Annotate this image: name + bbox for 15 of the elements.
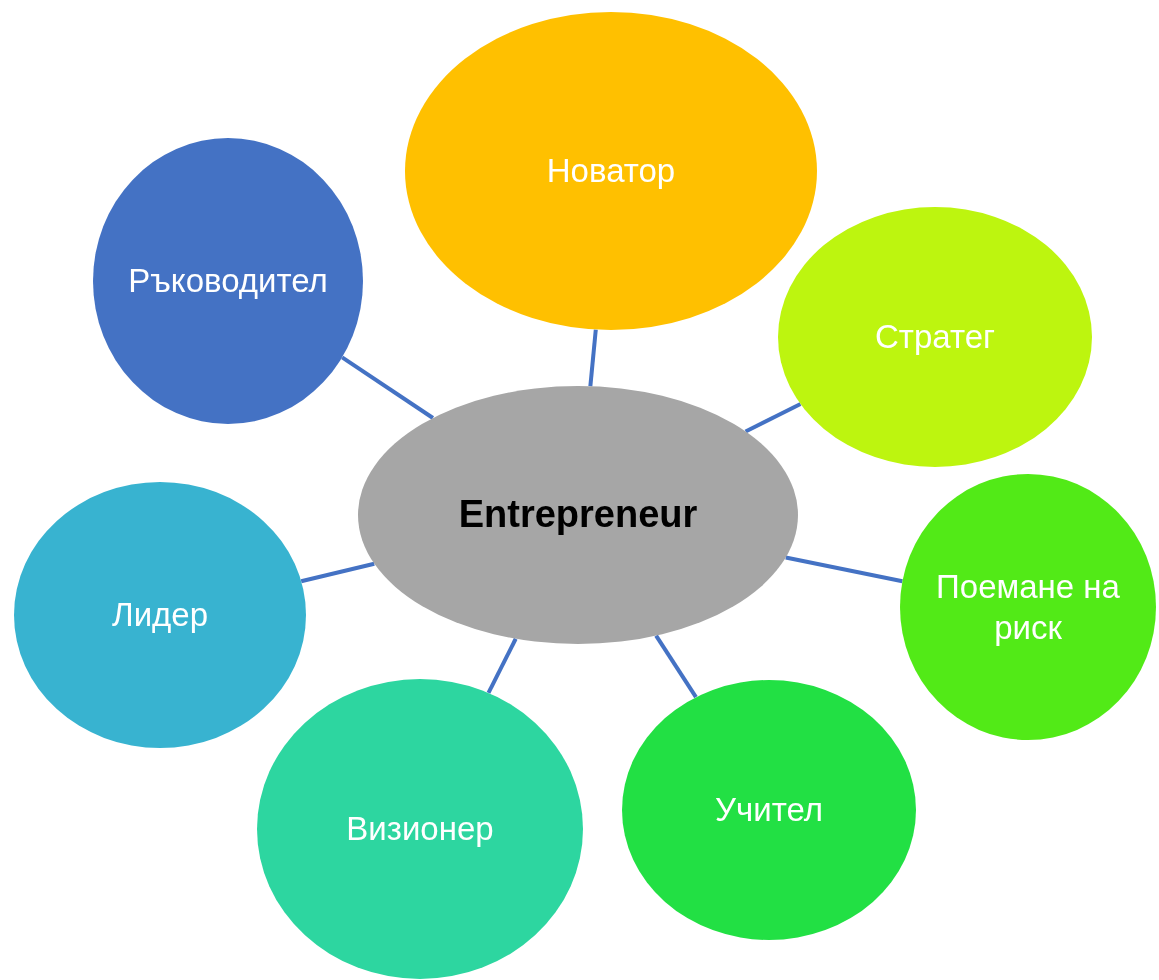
- connector-line: [588, 329, 598, 387]
- connector-line: [341, 355, 435, 420]
- connector-line: [486, 637, 518, 694]
- node-label: Ръководител: [128, 261, 328, 302]
- connector-line: [744, 402, 802, 434]
- central-label: Entrepreneur: [458, 492, 698, 538]
- node-label: Стратег: [874, 317, 996, 358]
- connector-line: [654, 634, 698, 699]
- node-label: Учител: [715, 790, 823, 831]
- connector-line: [785, 555, 903, 584]
- node-label: Новатор: [546, 151, 676, 192]
- node-label: Поемане на риск: [935, 566, 1121, 648]
- node-label: Визионер: [346, 809, 494, 850]
- connector-line: [300, 561, 375, 584]
- node-label: Лидер: [111, 595, 209, 636]
